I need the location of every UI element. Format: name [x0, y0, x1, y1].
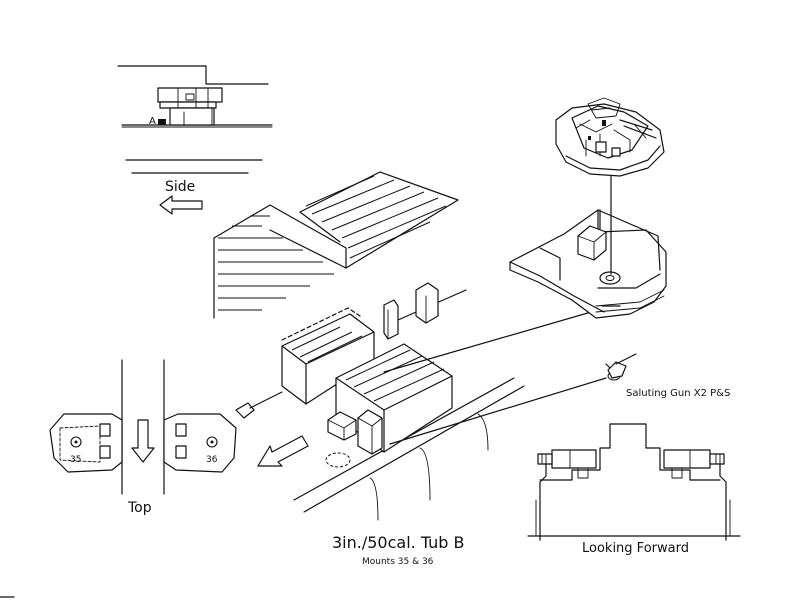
side-label: Side	[165, 179, 195, 195]
center-scene	[235, 282, 525, 521]
saluting-gun: Saluting Gun X2 P&S	[605, 353, 730, 399]
forward-arrow-icon	[257, 435, 309, 467]
looking-forward-label: Looking Forward	[582, 541, 689, 556]
forward-view: Looking Forward	[527, 423, 741, 556]
mount-36-label: 36	[206, 455, 218, 465]
diagram-subtitle: Mounts 35 & 36	[362, 557, 434, 567]
top-view: 35 36 Top	[49, 359, 237, 516]
top-label: Top	[127, 500, 152, 516]
side-view: A Side	[117, 65, 273, 215]
diagram-title: 3in./50cal. Tub B	[332, 533, 465, 552]
down-arrow-icon	[131, 419, 155, 463]
gun-mount	[555, 97, 665, 177]
hatched-blocks	[213, 171, 459, 319]
tub-isometric	[509, 169, 667, 319]
saluting-gun-label: Saluting Gun X2 P&S	[626, 388, 730, 399]
left-arrow-icon	[159, 195, 203, 215]
side-marker: A	[149, 116, 156, 127]
mount-35-label: 35	[70, 455, 81, 465]
